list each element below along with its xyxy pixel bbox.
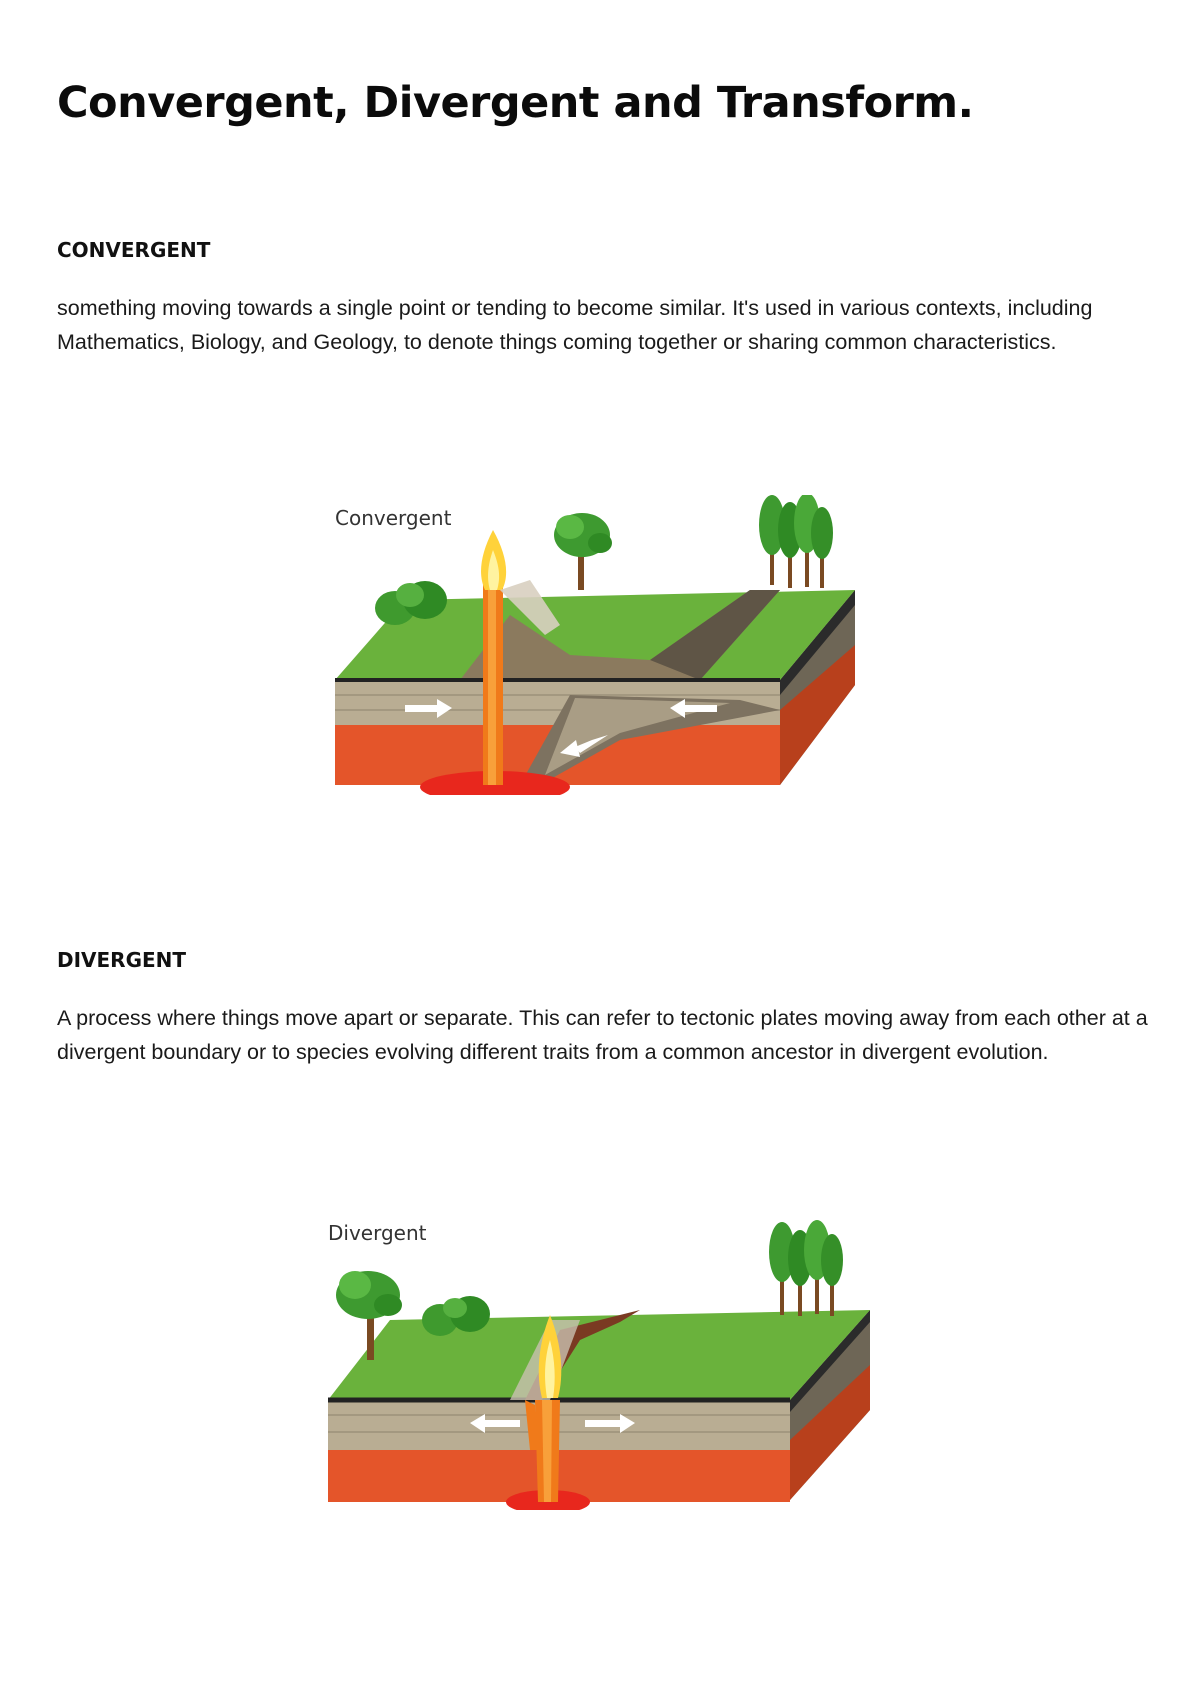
convergent-arrow-right-icon (405, 699, 452, 718)
divergent-description: A process where things move apart or sep… (57, 1006, 1148, 1064)
convergent-diagram-label: Convergent (335, 506, 452, 530)
divergent-arrow-right-icon (585, 1414, 635, 1433)
convergent-arrow-down-icon (560, 735, 608, 757)
divergent-bush-icon (422, 1296, 490, 1336)
divergent-tree-icon (336, 1271, 402, 1360)
divergent-heading: DIVERGENT (57, 948, 187, 972)
convergent-description: something moving towards a single point … (57, 296, 1093, 354)
convergent-diagram: Convergent (320, 495, 880, 795)
convergent-forest-icon (759, 495, 833, 588)
convergent-side-line (780, 590, 855, 695)
divergent-diagram: Divergent (320, 1210, 890, 1510)
convergent-tree-icon (554, 513, 612, 590)
convergent-arrow-left-icon (670, 699, 717, 718)
divergent-grass-top (328, 1310, 870, 1400)
divergent-diagram-label: Divergent (328, 1221, 427, 1245)
convergent-bush-icon (375, 581, 447, 625)
convergent-heading: CONVERGENT (57, 238, 211, 262)
divergent-mantle-side (790, 1365, 870, 1500)
convergent-mantle-side (780, 645, 855, 785)
page-title: Convergent, Divergent and Transform. (57, 78, 974, 128)
divergent-forest-icon (769, 1220, 843, 1316)
divergent-arrow-left-icon (470, 1414, 520, 1433)
